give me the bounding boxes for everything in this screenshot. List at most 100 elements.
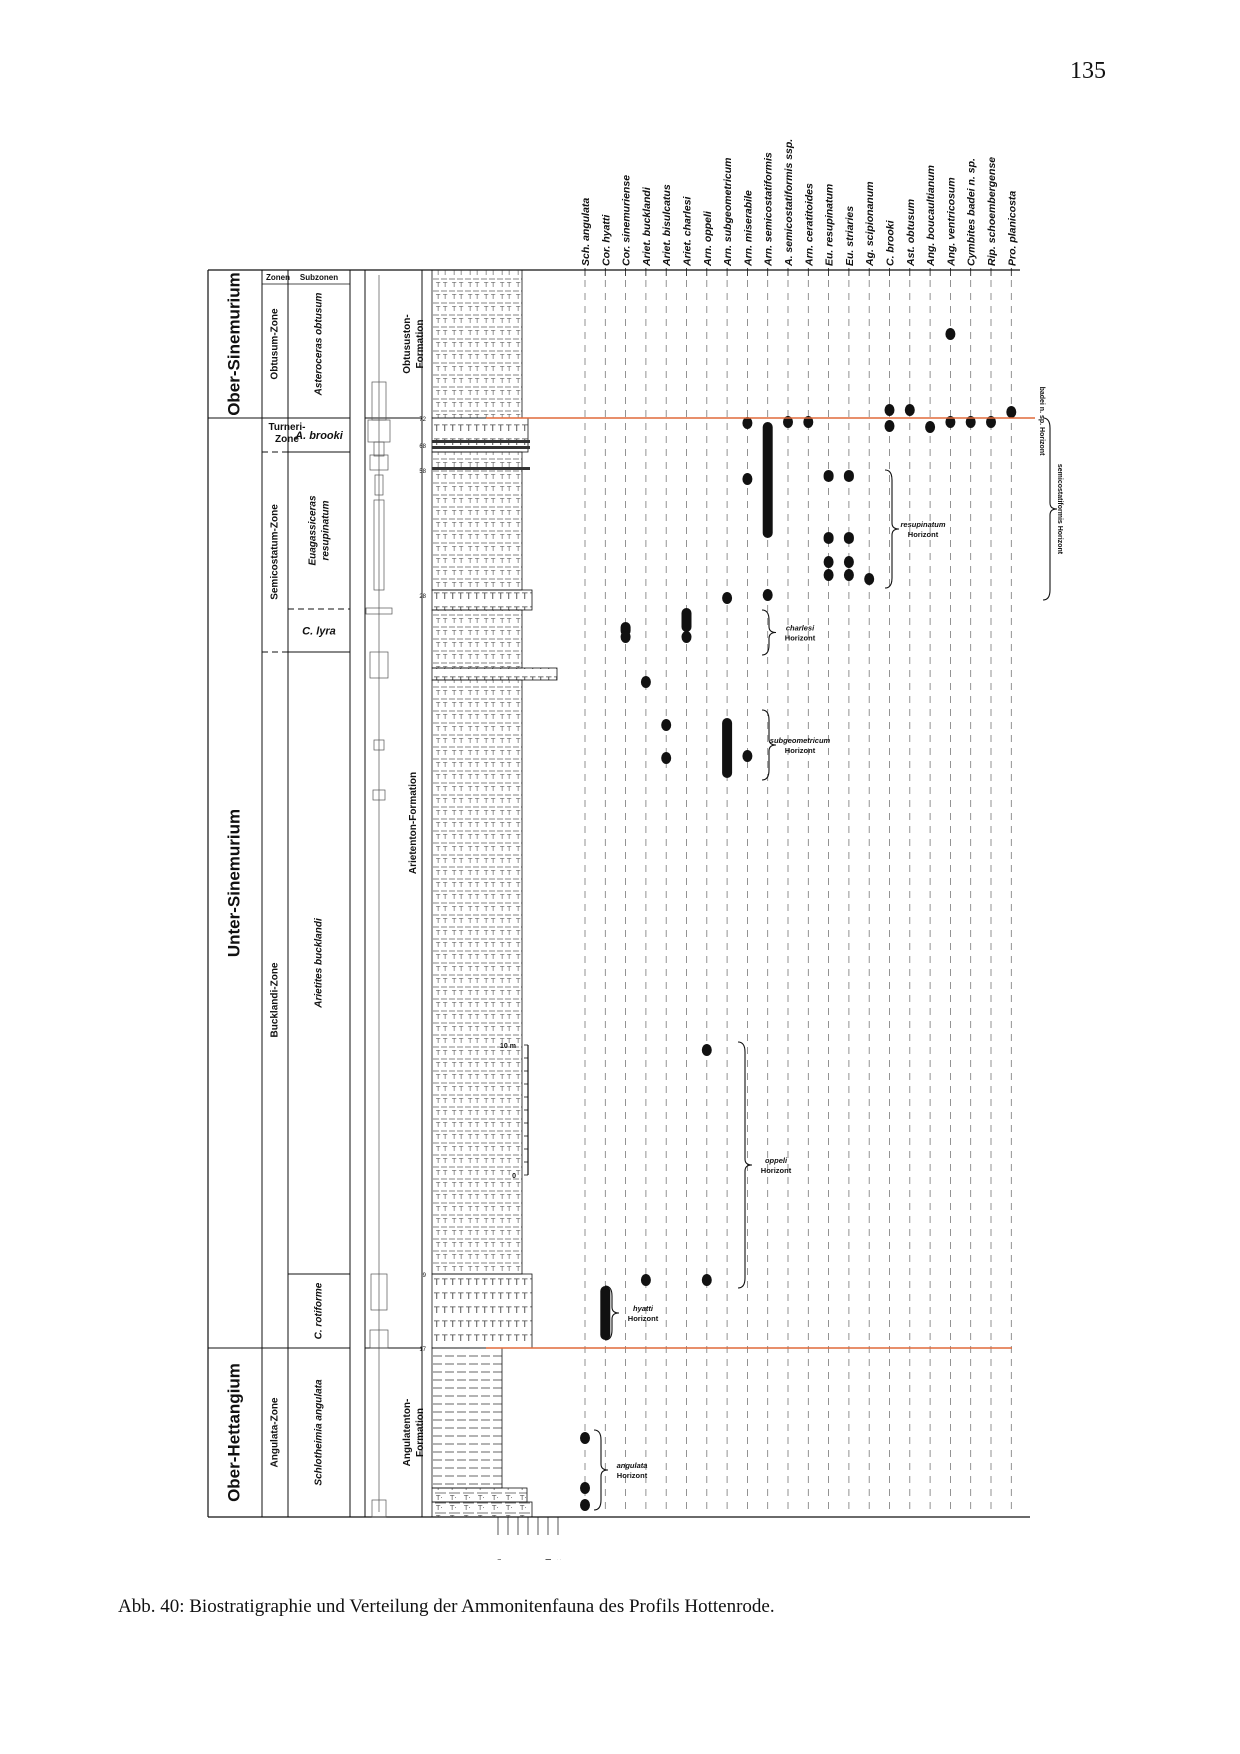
occurrence-dot (742, 417, 753, 429)
carbonate-log-bed (369, 1329, 389, 1349)
taxon-label: Pro. planicosta (1006, 191, 1018, 266)
occurrence-dot (580, 1482, 590, 1494)
horizon-brace (604, 1285, 620, 1341)
range-bar (823, 470, 834, 482)
taxon-label: Ag. scipionanum (864, 181, 876, 267)
subzone-label: Arietites bucklandi (314, 918, 325, 1009)
horizon-label: semicostatiformis Horizont (1056, 464, 1063, 555)
subzone-label: Schlotheimia angulata (314, 1379, 325, 1486)
horizon-label: Horizont (785, 634, 816, 643)
taxon-label: Eu. striaries (844, 206, 856, 266)
occurrence-dot (925, 421, 936, 433)
horizon-label: oppeli (765, 1156, 788, 1165)
bed-number: 9 (423, 1273, 427, 1279)
bed-number: 72 (419, 417, 426, 423)
legend-label: Mergelkalk (554, 1559, 563, 1560)
occurrence-dot (580, 1499, 590, 1511)
taxon-label: Arn. miserabile (742, 190, 754, 267)
occurrence-dot (884, 404, 895, 416)
taxon-label: Ast. obtusum (905, 199, 917, 267)
carbonate-log-bed (373, 739, 385, 751)
lithology-bed (431, 1487, 528, 1503)
biostratigraphy-figure: T T T T T· ZonenSubzonenOber-SinemuriumU… (207, 139, 1063, 1560)
zone-label: Obtusum-Zone (270, 308, 281, 380)
taxon-label: Rip. schoembergense (986, 157, 998, 266)
occurrence-dot (742, 750, 753, 762)
lithology-bed (431, 667, 558, 681)
formation-label: Angulatenton- (402, 1399, 413, 1467)
occurrence-dot (803, 416, 814, 428)
lithology-bed (431, 589, 533, 611)
occurrence-dot (986, 416, 996, 428)
occurrence-dot (722, 592, 733, 604)
subzone-label: A. brooki (294, 430, 344, 442)
lithology-band (432, 467, 530, 470)
zone-label: Zone (275, 434, 299, 445)
occurrence-dot (823, 569, 834, 581)
taxon-label: Arn. semicostatiformis (763, 152, 775, 267)
taxon-label: Cor. hyatti (600, 214, 612, 266)
formation-label: Arietenton-Formation (408, 772, 419, 874)
subzone-label: C. rotiforme (314, 1282, 325, 1339)
horizon-brace (761, 609, 777, 656)
horizon-label: angulata (617, 1461, 648, 1470)
occurrence-dot (823, 556, 834, 568)
occurrence-dot (945, 328, 956, 340)
lithology-band (432, 440, 530, 443)
scale-bottom-label: 0 (512, 1173, 516, 1180)
taxon-label: A. semicostatiformis ssp. (783, 139, 795, 267)
horizon-label: subgeometricum (770, 736, 831, 745)
carbonate-log-bed (372, 789, 386, 801)
lithology-bed (431, 451, 523, 591)
subzone-label: Euagassiceras (308, 495, 319, 565)
zone-label: Bucklandi-Zone (270, 962, 281, 1037)
zone-label: Turneri- (268, 422, 305, 433)
carbonate-log-bed (371, 1499, 387, 1518)
lithology-bed (431, 679, 523, 1275)
carbonate-log-bed (374, 474, 384, 496)
occurrence-dot (945, 416, 956, 428)
occurrence-dot (640, 1274, 651, 1286)
horizon-brace (761, 709, 777, 781)
occurrence-dot (1006, 406, 1017, 418)
taxon-label: Ariet. charlesi (682, 195, 694, 267)
occurrence-dot (620, 631, 631, 643)
horizon-label: Horizont (761, 1166, 792, 1175)
carbonate-log-bed (369, 651, 389, 679)
occurrence-dot (661, 752, 672, 764)
occurrence-dot (580, 1432, 590, 1444)
bed-number: 28 (419, 594, 426, 600)
horizon-brace (593, 1429, 609, 1511)
stage-label: Ober-Hettangium (224, 1363, 243, 1502)
stage-label: Ober-Sinemurium (224, 272, 243, 416)
occurrence-dot (742, 473, 753, 485)
taxon-label: Ang. boucaultianum (925, 165, 937, 267)
legend-label: hochp. Ton (494, 1559, 503, 1560)
horizon-brace (737, 1041, 753, 1289)
occurrence-dot (904, 404, 915, 416)
range-bar (600, 1286, 611, 1340)
carbonate-log-bed (373, 499, 385, 591)
range-bar (681, 608, 692, 632)
occurrence-dot (681, 631, 692, 643)
horizon-label: Horizont (908, 530, 939, 539)
occurrence-dot (843, 569, 854, 581)
horizon-brace (884, 469, 900, 589)
taxon-label: Cor. sinemuriense (621, 175, 633, 266)
bed-number: 17 (419, 1347, 426, 1353)
occurrence-dot (640, 676, 651, 688)
formation-label: Obtususton- (402, 314, 413, 373)
horizon-label: charlesi (786, 624, 815, 633)
range-bar (843, 532, 854, 544)
range-bar (823, 532, 834, 544)
zone-label: Semicostatum-Zone (270, 504, 281, 600)
occurrence-dot (701, 1274, 712, 1286)
figure-caption: Abb. 40: Biostratigraphie und Verteilung… (118, 1596, 775, 1617)
taxon-label: Arn. ceratitoides (803, 183, 815, 267)
occurrence-dot (661, 719, 672, 731)
taxon-label: Cymbites badei n. sp. (966, 158, 978, 266)
horizon-label: Horizont (628, 1314, 659, 1323)
